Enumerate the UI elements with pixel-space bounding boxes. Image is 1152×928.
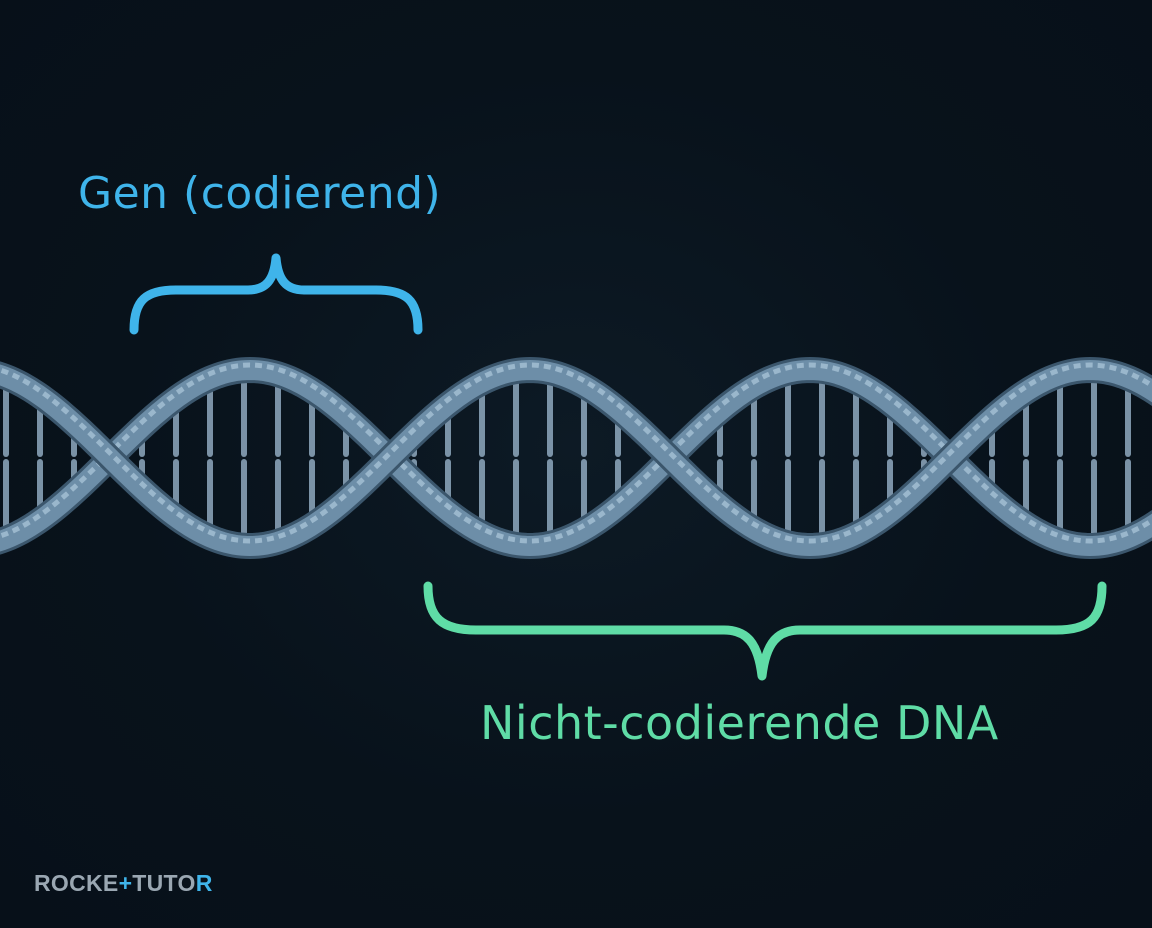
strand-b-texture — [0, 362, 1152, 544]
rockettutor-logo: ROCKE+TUTOR — [34, 869, 213, 897]
logo-text-part-1: ROCKE — [34, 870, 119, 896]
logo-text-part-2: TUTO — [132, 870, 196, 896]
dna-double-helix — [0, 356, 1152, 560]
strand-a-texture — [0, 362, 1152, 544]
strand-b — [0, 359, 1152, 557]
gene-label: Gen (codierend) — [78, 168, 442, 219]
logo-plus-mark: + — [118, 870, 133, 896]
noncoding-dna-label: Nicht-codierende DNA — [480, 696, 999, 750]
strand-a — [0, 359, 1152, 557]
logo-r-mark: R — [195, 870, 213, 896]
